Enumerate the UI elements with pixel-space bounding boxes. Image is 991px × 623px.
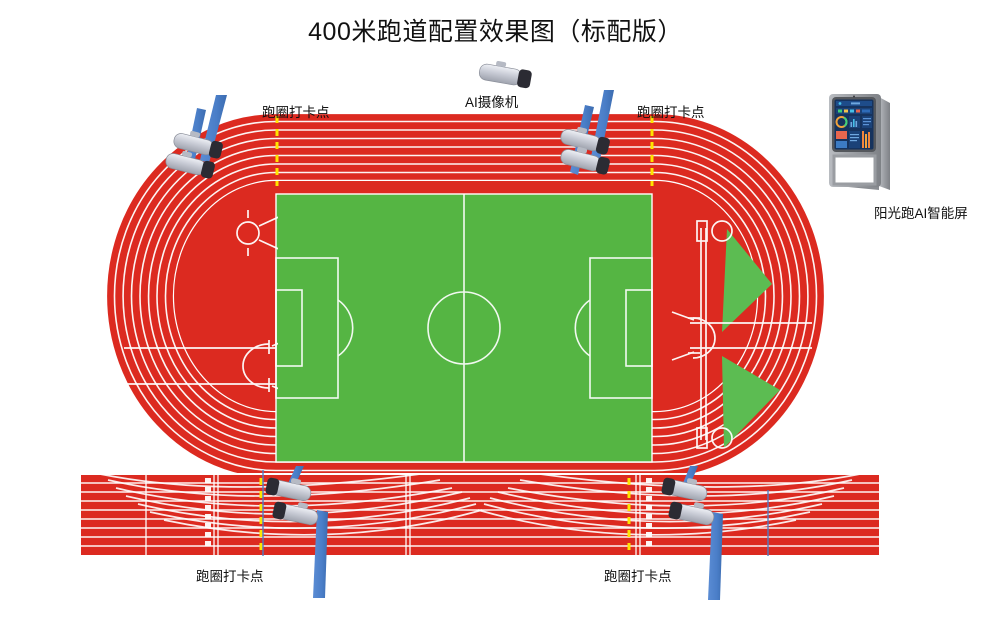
camera-pole: [313, 510, 328, 598]
label-top-right-checkpoint: 跑圈打卡点: [637, 105, 705, 120]
kiosk-side-panel: [879, 97, 890, 190]
kiosk-dashboard-widgets: [835, 101, 872, 148]
ai-camera[interactable]: [265, 473, 313, 503]
shot-put-circle: [236, 221, 260, 245]
right-end-features: [671, 220, 812, 449]
camera-group-bottom-left[interactable]: [265, 466, 328, 598]
label-smart-screen: 阳光跑AI智能屏: [874, 206, 968, 221]
ai-camera[interactable]: [164, 147, 217, 179]
pitch-markings: [275, 194, 653, 462]
camera-group-top-right[interactable]: [559, 90, 614, 175]
kiosk-camera-dot: [853, 95, 855, 98]
page-title: 400米跑道配置效果图（标配版）: [308, 18, 683, 46]
ai-camera[interactable]: [559, 123, 612, 155]
ai-camera[interactable]: [668, 497, 716, 527]
checkpoint-lines: [259, 116, 654, 554]
ai-camera[interactable]: [559, 143, 612, 175]
label-bottom-right-checkpoint: 跑圈打卡点: [604, 569, 672, 584]
camera-group-top-left[interactable]: [164, 95, 227, 179]
pole-guides: [262, 470, 769, 556]
oval-lane-lines: [113, 120, 818, 472]
throwing-sector-upper: [722, 229, 772, 332]
discus-circle-lower: [711, 427, 733, 449]
discus-circle-upper: [711, 220, 733, 242]
label-ai-camera: AI摄像机: [465, 95, 519, 110]
camera-group-bottom-right[interactable]: [661, 466, 723, 600]
kiosk-lower-frame: [832, 154, 877, 186]
label-bottom-left-checkpoint: 跑圈打卡点: [196, 569, 264, 584]
ai-camera-center[interactable]: [478, 58, 533, 89]
ai-camera[interactable]: [172, 127, 225, 159]
ai-camera[interactable]: [661, 473, 709, 503]
sprint-straight: [79, 473, 881, 557]
ai-camera[interactable]: [272, 497, 320, 527]
throwing-sector-lower: [722, 356, 780, 448]
camera-pole: [708, 512, 723, 600]
left-end-features: [124, 210, 278, 392]
label-top-left-checkpoint: 跑圈打卡点: [262, 105, 330, 120]
